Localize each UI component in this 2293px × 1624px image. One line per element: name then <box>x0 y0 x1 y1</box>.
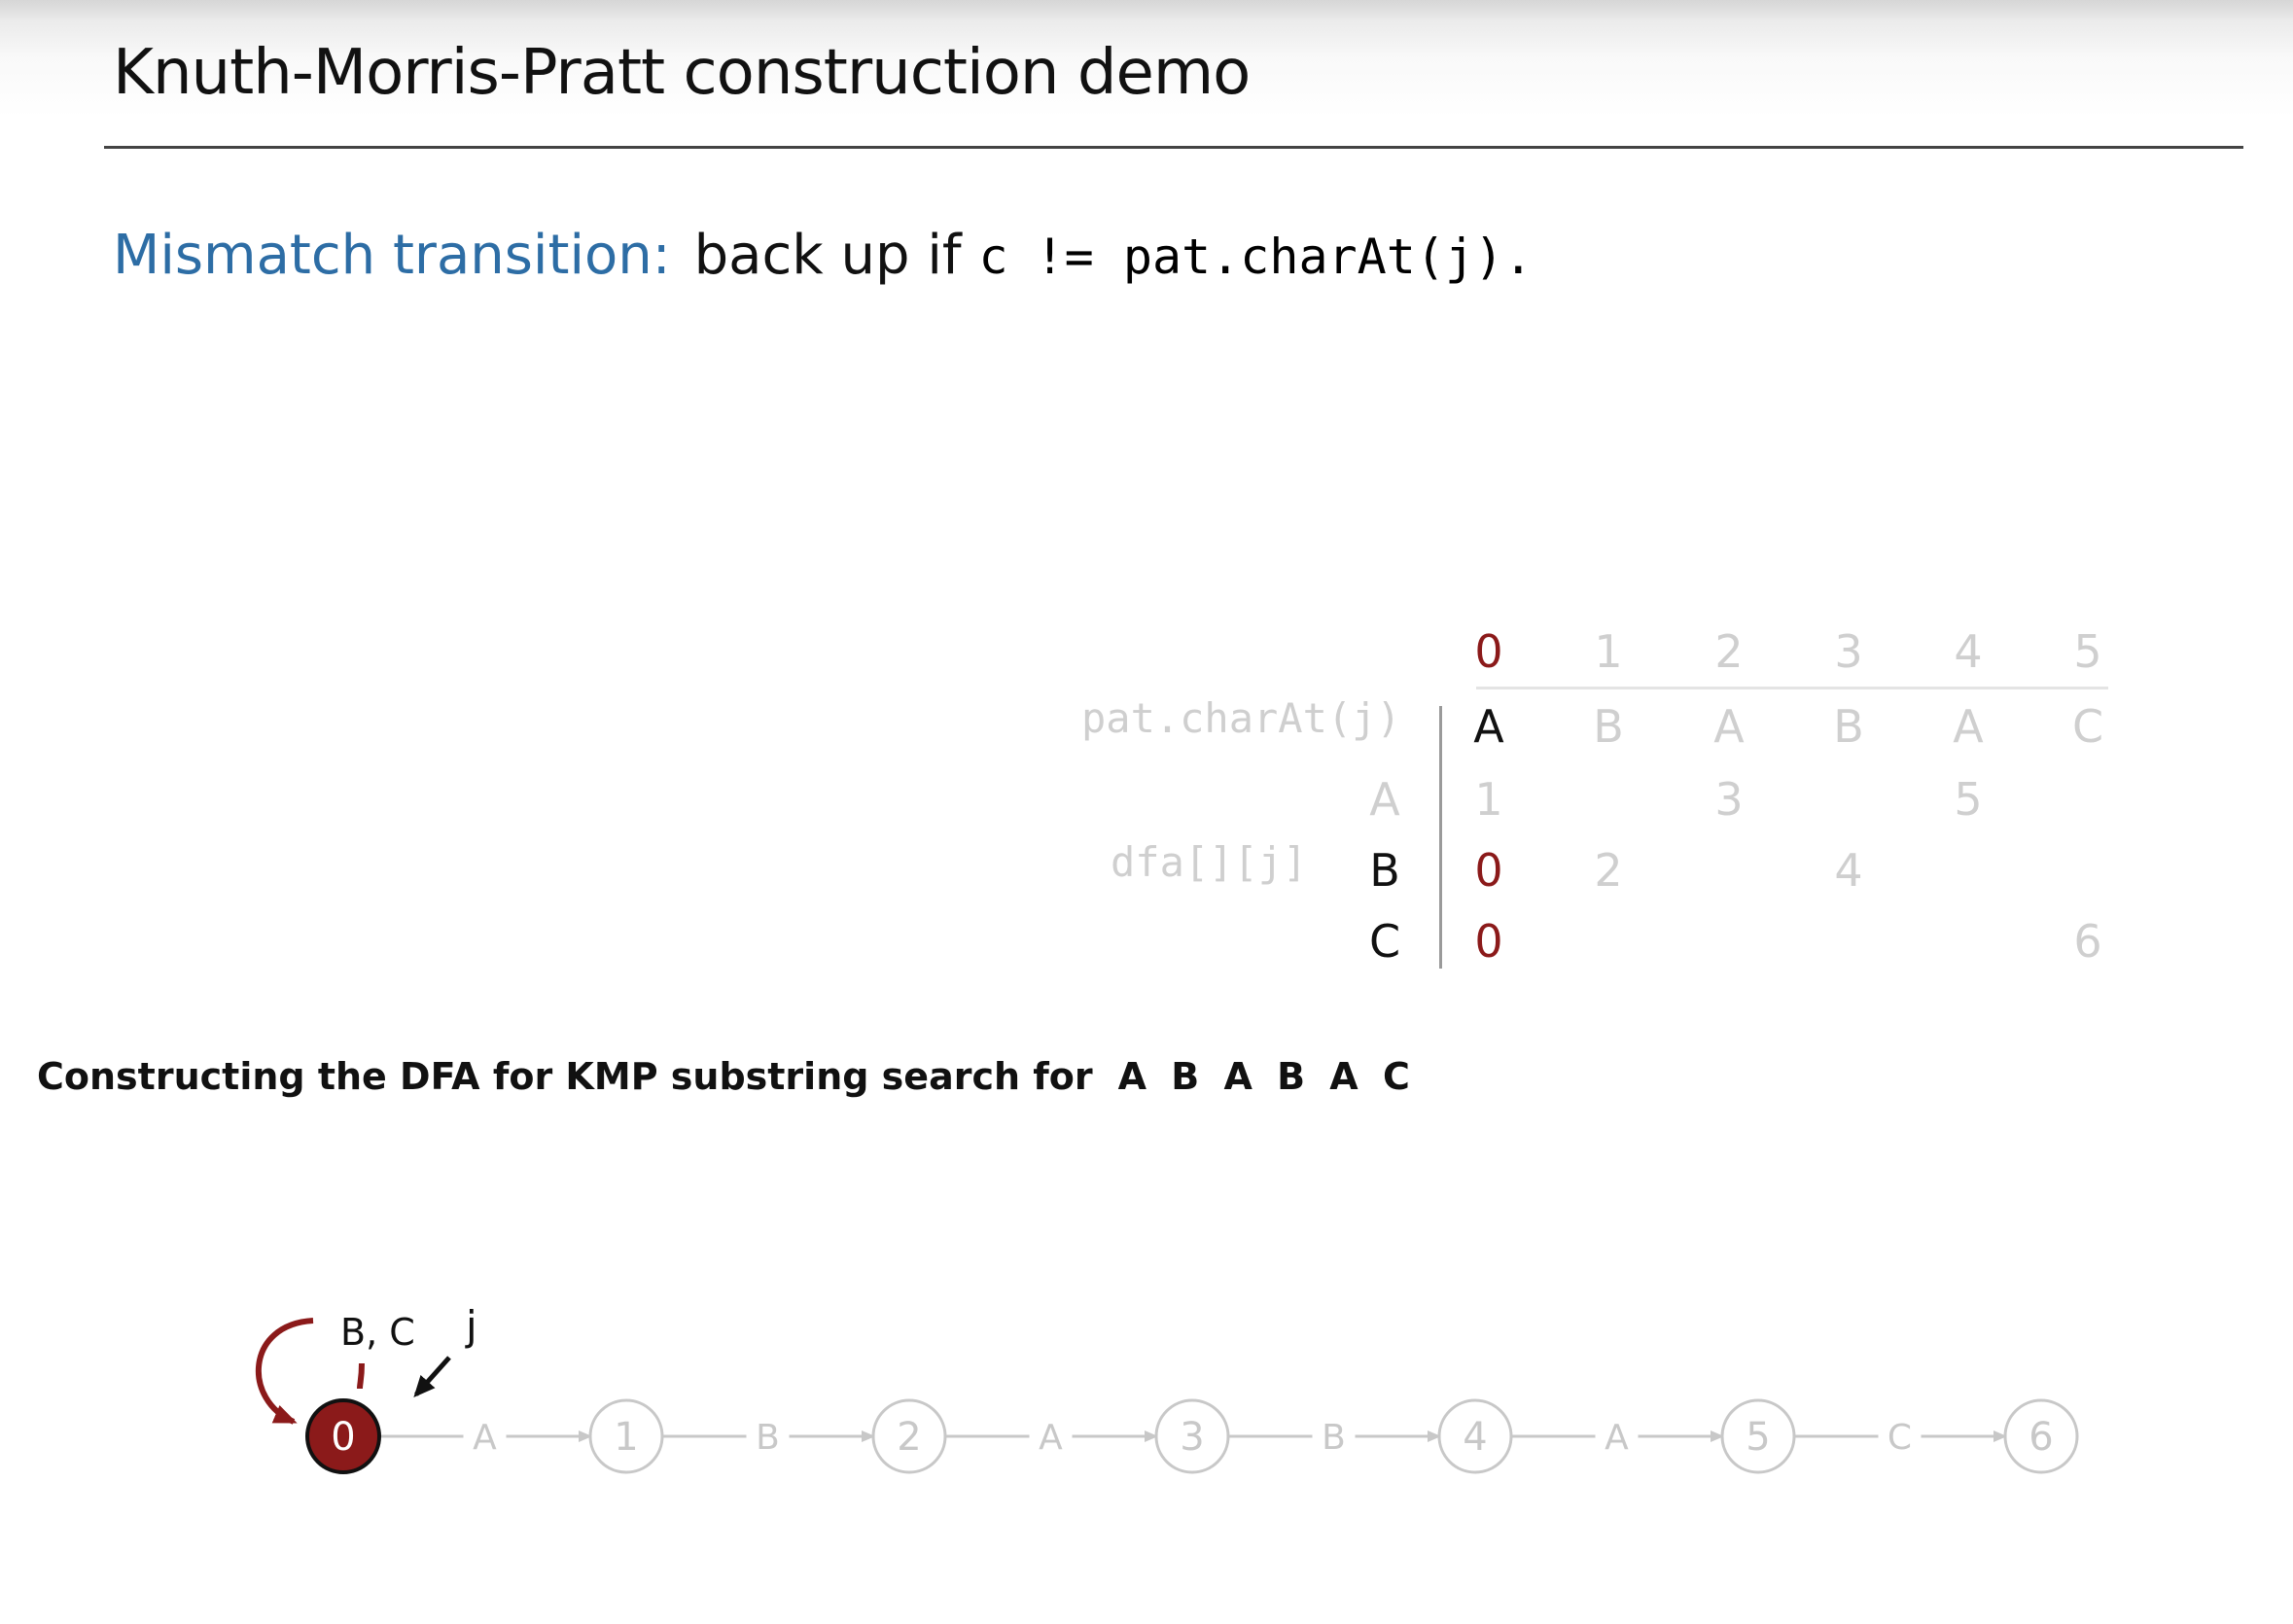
cell-a-0: 1 <box>1474 773 1503 826</box>
dfa-state <box>1720 1398 1796 1474</box>
dfa-state-label: 2 <box>897 1415 921 1460</box>
title-bar-background <box>0 0 2293 146</box>
dfa-state-label: 1 <box>614 1415 638 1460</box>
cell-b-0: 0 <box>1474 844 1503 897</box>
pointer-arrow <box>413 1356 451 1397</box>
dfa-state <box>871 1398 947 1474</box>
row-label-a: A <box>1369 773 1400 826</box>
transition-label: B <box>1322 1418 1346 1458</box>
subtitle-line: Mismatch transition: back up if c != pat.c… <box>113 222 1533 291</box>
self-loop-arrow <box>255 1318 365 1422</box>
column-index-0: 0 <box>1474 625 1503 678</box>
column-index-4: 4 <box>1954 625 1983 678</box>
subtitle-text: back up if <box>693 224 962 287</box>
transition-label: A <box>1039 1418 1063 1458</box>
pattern-char-2: A <box>1713 700 1745 753</box>
transition-label: A <box>1605 1418 1629 1458</box>
caption-text: Constructing the DFA for KMP substring s… <box>37 1055 1093 1098</box>
dfa-state-label: 0 <box>331 1415 355 1460</box>
transition-label: B <box>756 1418 780 1458</box>
column-index-5: 5 <box>2073 625 2102 678</box>
subtitle-code-rest: != pat.charAt(j). <box>1035 229 1534 285</box>
column-index-1: 1 <box>1594 625 1623 678</box>
dfa-state <box>588 1398 664 1474</box>
subtitle-code-c: c <box>978 229 1008 285</box>
dfa-state <box>1437 1398 1513 1474</box>
column-index-2: 2 <box>1714 625 1744 678</box>
cell-b-1: 2 <box>1594 844 1623 897</box>
slide-title: Knuth-Morris-Pratt construction demo <box>113 37 1251 109</box>
pattern-row-label: pat.charAt(j) <box>1081 694 1401 742</box>
subtitle-label: Mismatch transition: <box>113 224 671 287</box>
header-rule <box>1476 687 2108 689</box>
row-label-c: C <box>1368 915 1401 968</box>
dfa-state <box>2003 1398 2079 1474</box>
pattern-char-3: B <box>1833 700 1864 753</box>
dfa-row-label: dfa[][j] <box>1111 838 1308 886</box>
dfa-state-label: 6 <box>2028 1415 2053 1460</box>
cell-c-5: 6 <box>2073 915 2102 968</box>
cell-c-0: 0 <box>1474 915 1503 968</box>
transition-label: C <box>1887 1418 1912 1458</box>
pattern-char-0: A <box>1473 700 1504 753</box>
pattern-char-1: B <box>1593 700 1624 753</box>
caption-pattern: A B A B A C <box>1117 1055 1416 1098</box>
cell-b-3: 4 <box>1834 844 1863 897</box>
column-index-3: 3 <box>1834 625 1863 678</box>
self-loop-label: B, C <box>340 1311 415 1354</box>
table-vertical-rule <box>1439 706 1442 969</box>
cell-a-4: 5 <box>1954 773 1983 826</box>
dfa-state-label: 4 <box>1463 1415 1487 1460</box>
cell-a-2: 3 <box>1714 773 1744 826</box>
dfa-state <box>1154 1398 1230 1474</box>
transition-label: A <box>473 1418 497 1458</box>
pattern-char-5: C <box>2071 700 2104 753</box>
caption: Constructing the DFA for KMP substring s… <box>37 1055 1416 1098</box>
title-divider <box>104 146 2243 149</box>
dfa-state-label: 5 <box>1746 1415 1770 1460</box>
pattern-char-4: A <box>1953 700 1984 753</box>
dfa-state-label: 3 <box>1180 1415 1204 1460</box>
pointer-label: j <box>465 1302 477 1350</box>
dfa-state <box>305 1398 381 1474</box>
row-label-b: B <box>1369 844 1400 897</box>
